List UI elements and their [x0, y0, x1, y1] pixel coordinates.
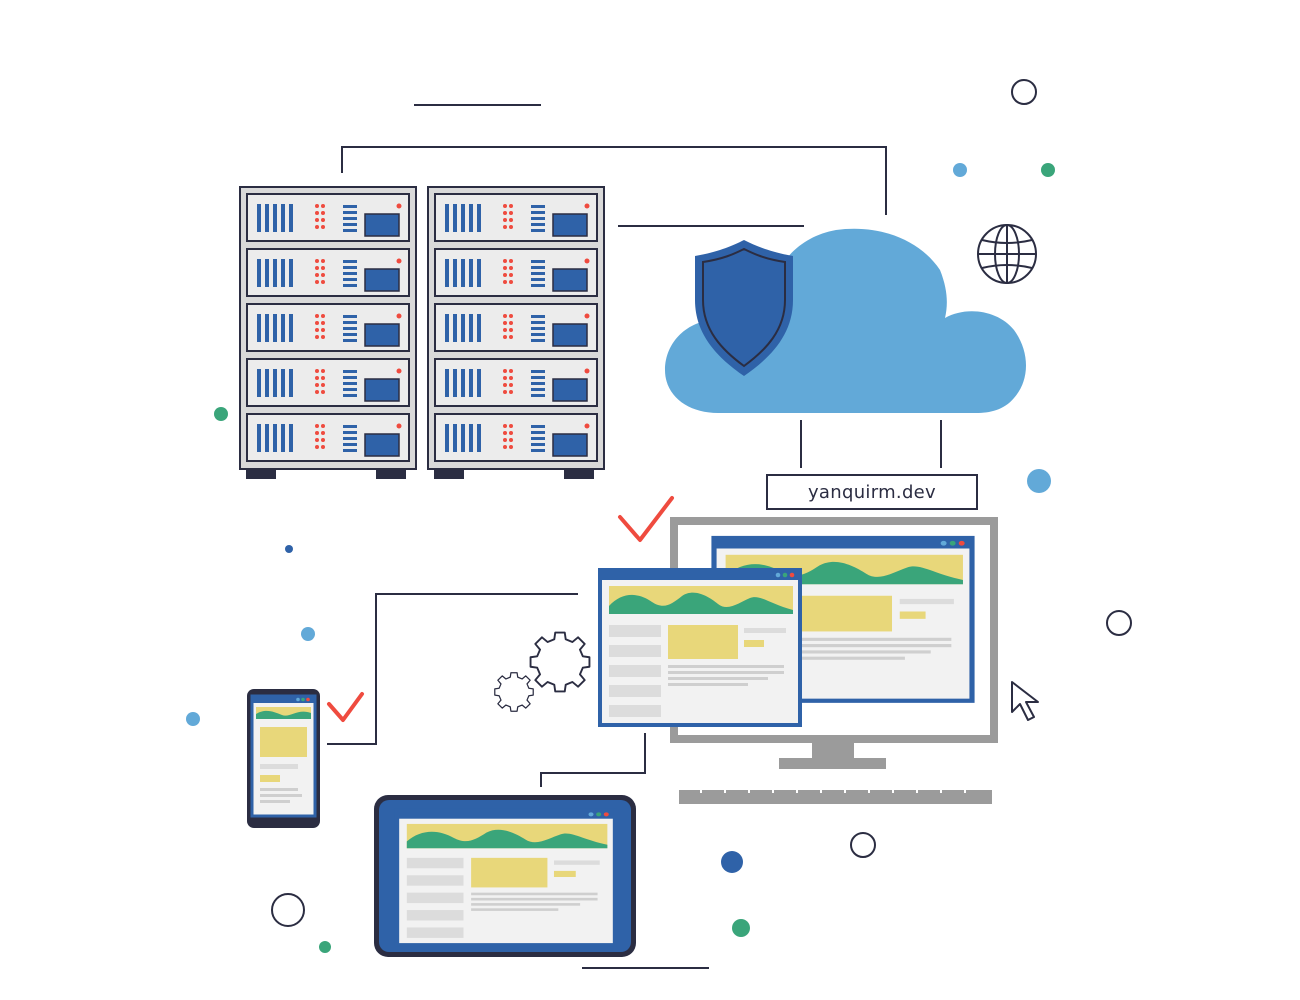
- keyboard: [679, 790, 992, 804]
- cursor-icon: [1011, 681, 1039, 721]
- tablet: [374, 795, 636, 957]
- gear-icon-large: [529, 631, 591, 693]
- server-rack-right: [427, 186, 605, 479]
- domain-label: yanquirm.dev: [766, 474, 978, 510]
- globe-icon: [977, 224, 1037, 284]
- browser-window-front: [598, 568, 802, 727]
- gear-icon-small: [494, 672, 534, 712]
- shield-icon: [695, 240, 793, 376]
- decorative-dots: [186, 79, 1132, 953]
- decorative-lines: [327, 104, 942, 969]
- mobile-phone: [247, 689, 320, 828]
- check-icon-phone: [327, 692, 364, 722]
- check-icon-desktop: [618, 496, 674, 542]
- server-rack-left: [239, 186, 417, 479]
